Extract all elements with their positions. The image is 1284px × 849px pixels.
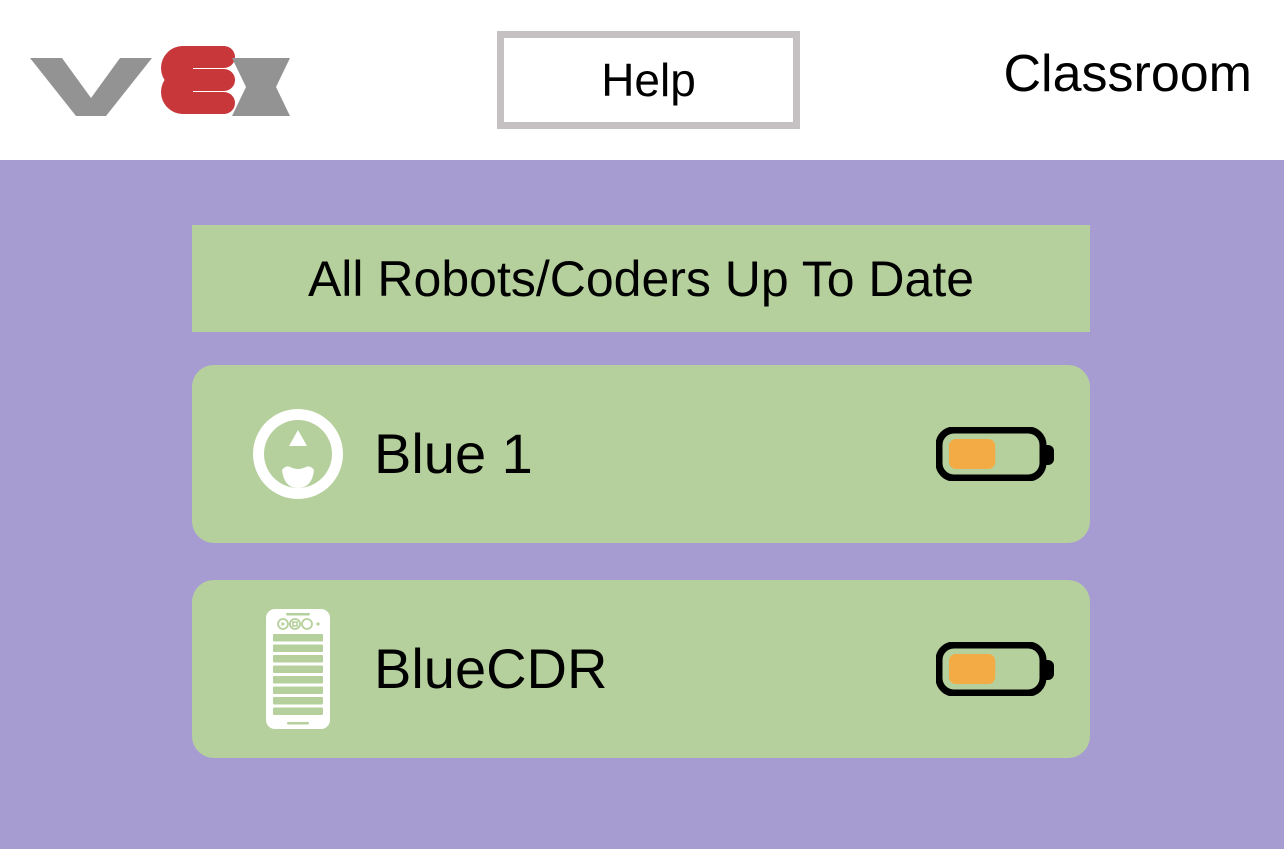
- controller-icon: [250, 608, 346, 730]
- app-header: Help Classroom: [0, 0, 1284, 160]
- battery-indicator: [936, 427, 1060, 481]
- robot-brain-icon: [250, 393, 346, 515]
- page-title: Classroom: [1003, 45, 1253, 103]
- battery-fill: [949, 439, 996, 469]
- status-banner-text: All Robots/Coders Up To Date: [307, 250, 975, 307]
- battery-fill: [949, 654, 996, 684]
- help-button-label: Help: [601, 54, 696, 106]
- device-name: BlueCDR: [374, 637, 608, 700]
- logo-letter-v: [30, 58, 152, 116]
- device-name: Blue 1: [374, 422, 533, 485]
- device-card-controller[interactable]: BlueCDR: [192, 580, 1090, 758]
- battery-body: [936, 642, 1047, 696]
- main-content: All Robots/Coders Up To Date: [0, 160, 1284, 849]
- status-banner: All Robots/Coders Up To Date: [192, 225, 1090, 332]
- battery-body: [936, 427, 1047, 481]
- logo-letter-e: [161, 46, 235, 114]
- logo-letter-x-2: [232, 58, 290, 116]
- help-button[interactable]: Help: [497, 31, 800, 129]
- device-card-robot[interactable]: Blue 1: [192, 365, 1090, 543]
- vex-logo: [28, 42, 290, 118]
- battery-indicator: [936, 642, 1060, 696]
